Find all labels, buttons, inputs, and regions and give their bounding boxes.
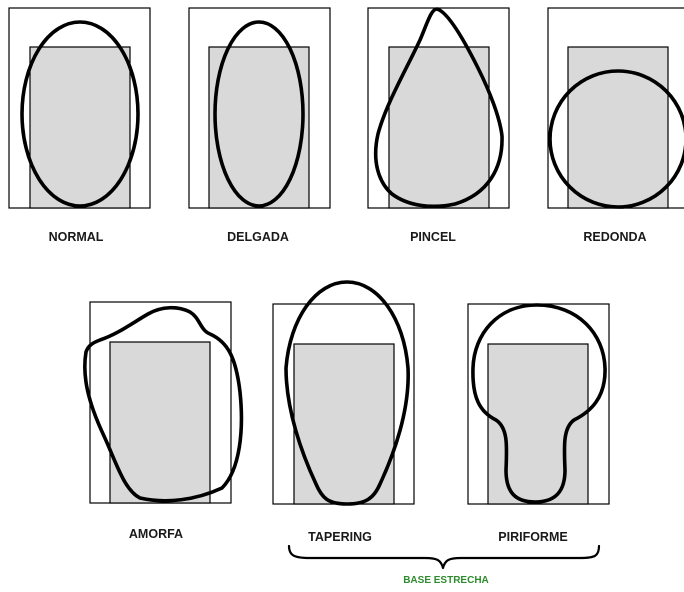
panel-redonda	[548, 8, 684, 208]
label-amorfa: AMORFA	[129, 527, 183, 541]
panel-amorfa	[85, 302, 242, 503]
label-tapering: TAPERING	[308, 530, 372, 544]
panel-piriforme	[468, 304, 609, 504]
panel-pincel	[368, 8, 509, 208]
inner-rect	[488, 344, 588, 504]
grouping-brace	[289, 546, 599, 568]
group-label-base-estrecha: BASE ESTRECHA	[403, 575, 489, 586]
panel-tapering	[273, 282, 414, 504]
label-normal: NORMAL	[49, 230, 104, 244]
inner-rect	[294, 344, 394, 504]
label-delgada: DELGADA	[227, 230, 289, 244]
label-redonda: REDONDA	[583, 230, 646, 244]
label-pincel: PINCEL	[410, 230, 456, 244]
panel-delgada	[189, 8, 330, 208]
inner-rect	[209, 47, 309, 208]
panel-normal	[9, 8, 150, 208]
label-piriforme: PIRIFORME	[498, 530, 567, 544]
inner-rect	[30, 47, 130, 208]
